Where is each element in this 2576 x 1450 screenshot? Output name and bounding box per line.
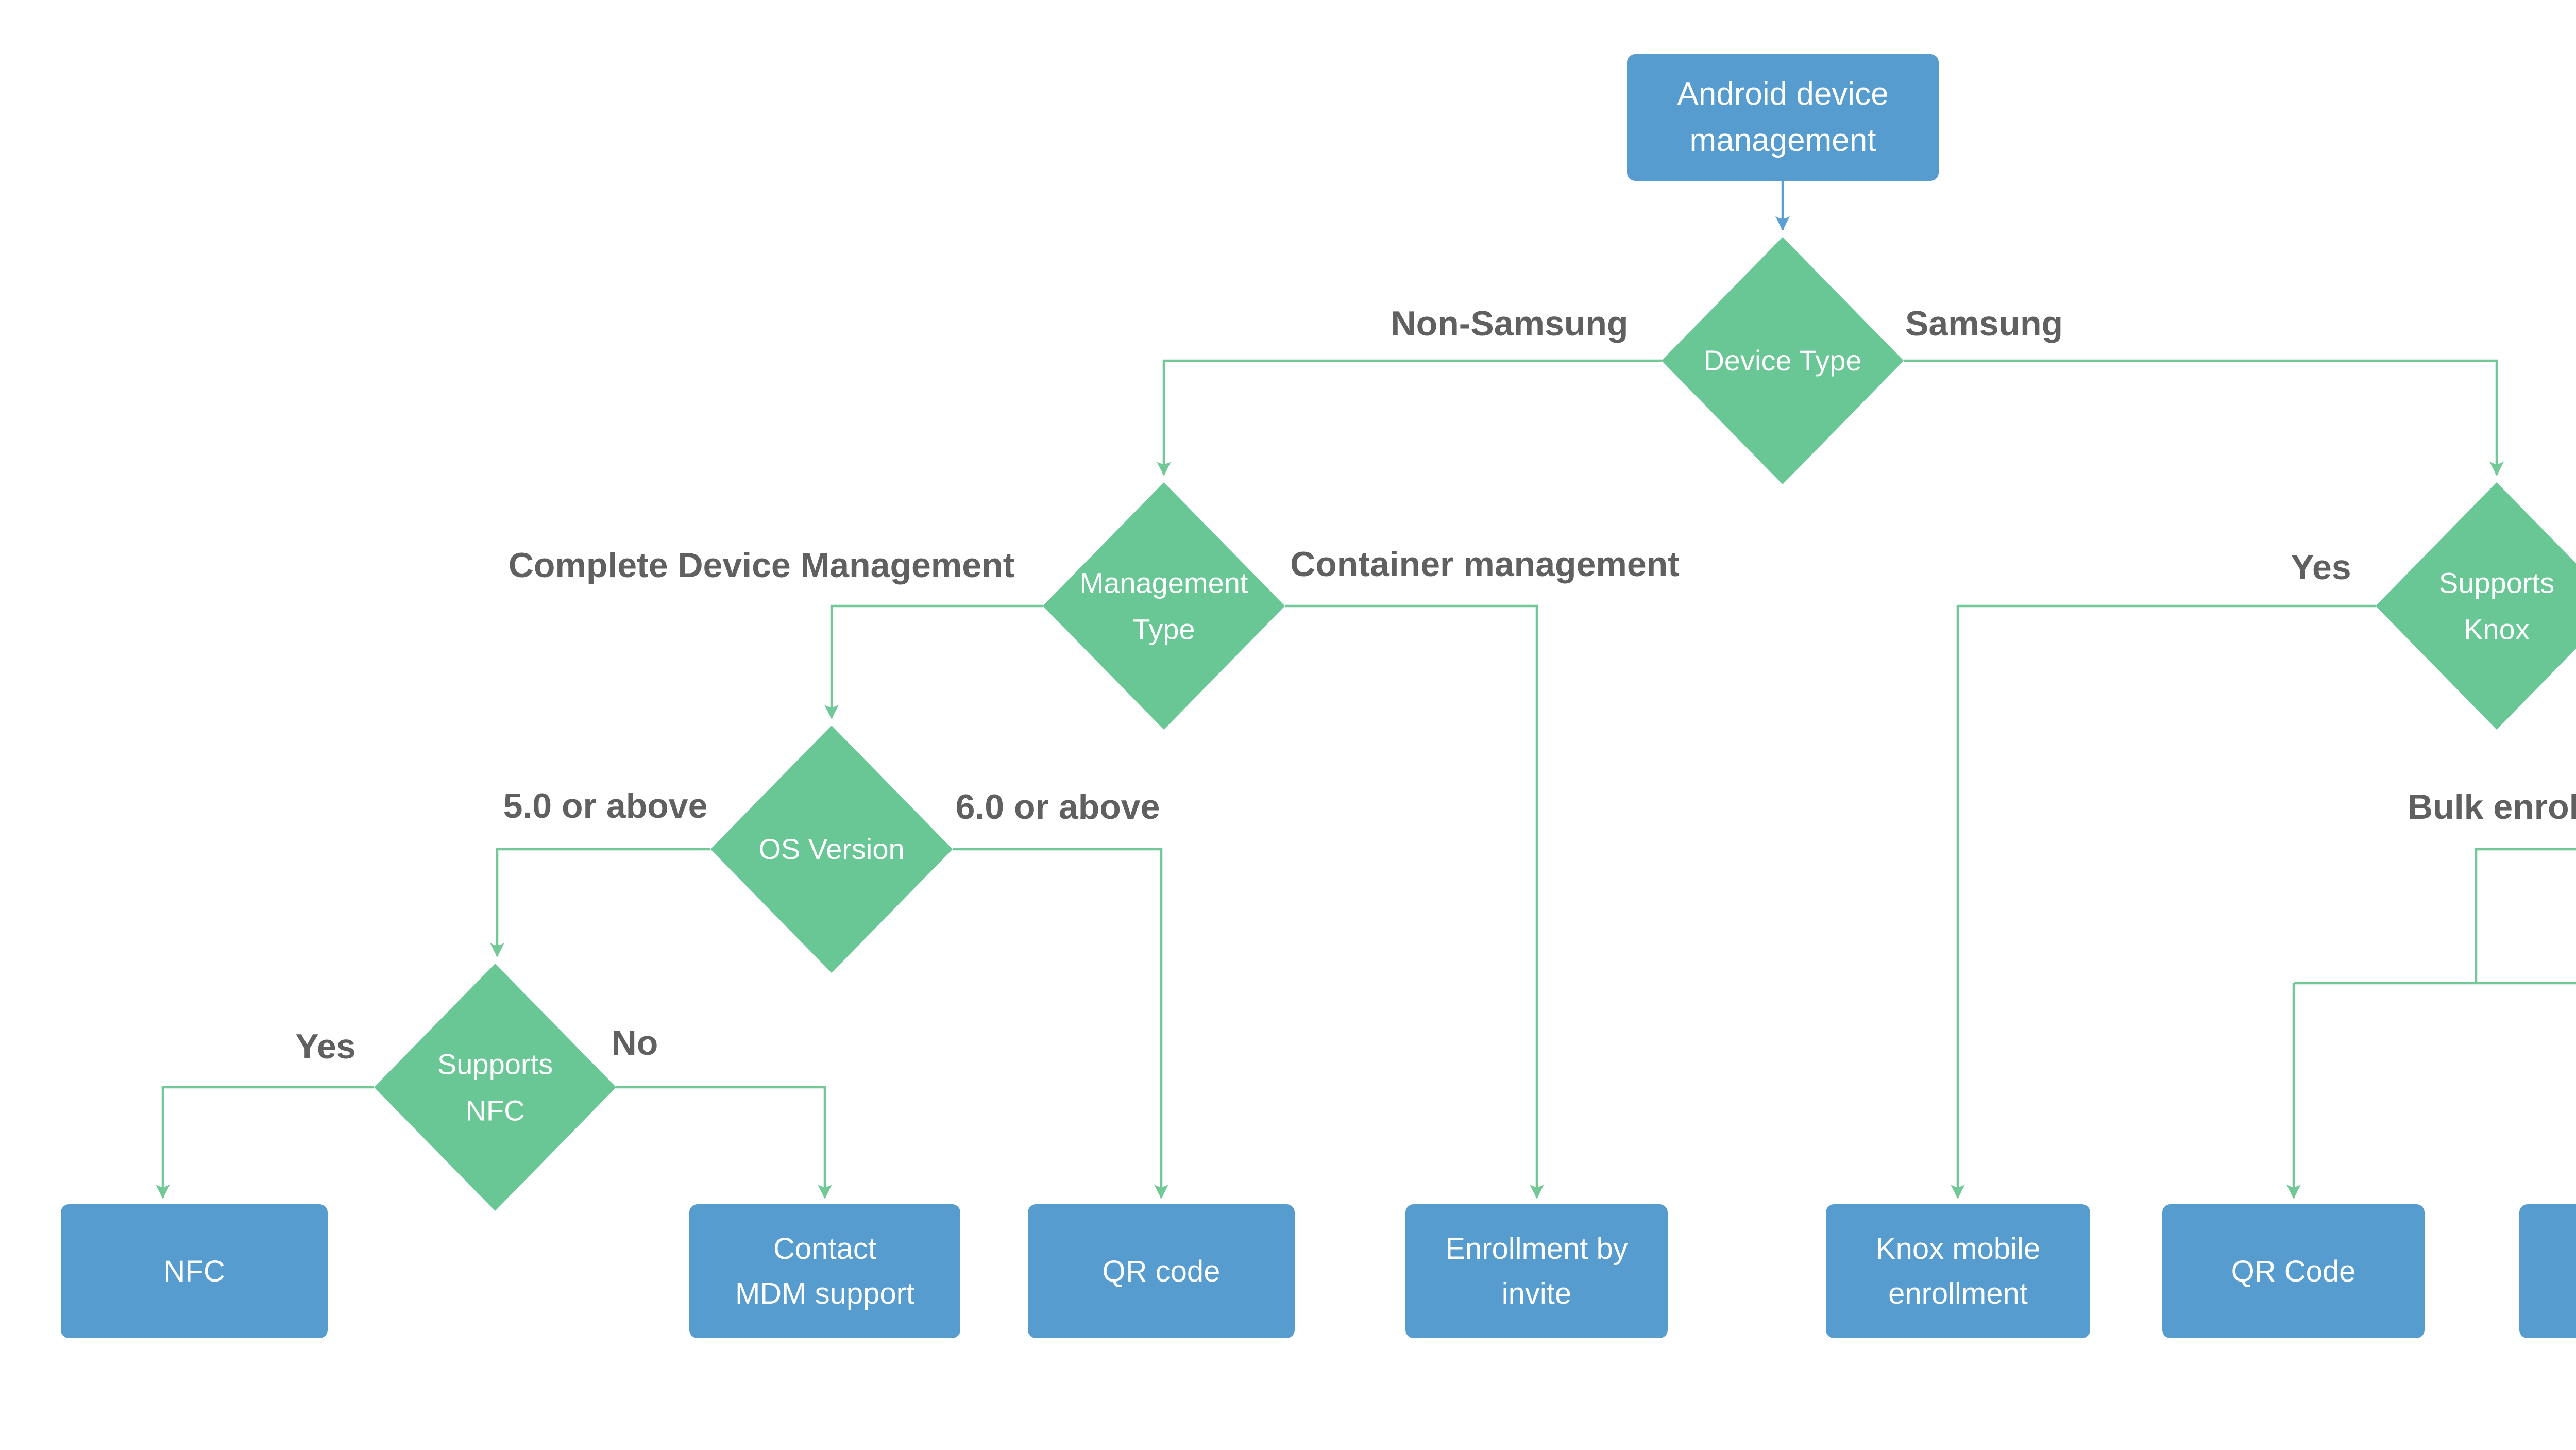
- decision-supports-knox[interactable]: [2376, 482, 2576, 730]
- edge-device-type-to-supports-knox: [1904, 359, 2504, 476]
- node-nfc-non-samsung[interactable]: NFC: [61, 1204, 328, 1338]
- edge-label-supports-knox-yes: Yes: [2291, 548, 2351, 587]
- node-nfc-non-samsung-label: NFC: [163, 1254, 225, 1288]
- edge-supports-nfc-to-nfc: [155, 1086, 374, 1199]
- node-qr-code-non-samsung[interactable]: QR code: [1028, 1204, 1295, 1338]
- decision-management-type[interactable]: [1043, 482, 1285, 730]
- node-knox-mobile-enrollment[interactable]: Knox mobile enrollment: [1826, 1204, 2090, 1338]
- edge-management-type-to-enrollment-by-invite: [1285, 604, 1545, 1199]
- decision-device-type[interactable]: [1662, 237, 1904, 484]
- edge-label-supports-nfc-no: No: [611, 1023, 658, 1063]
- node-android-device-management-label: Android device management: [1677, 76, 1889, 158]
- edge-label-5-0-or-above: 5.0 or above: [503, 786, 708, 825]
- decision-os-version[interactable]: [710, 726, 953, 973]
- edge-label-supports-nfc-yes: Yes: [295, 1027, 356, 1066]
- node-android-device-management[interactable]: Android device management: [1627, 54, 1939, 181]
- node-qr-code-samsung-label: QR Code: [2231, 1254, 2356, 1288]
- node-qr-code-non-samsung-label: QR code: [1102, 1254, 1221, 1288]
- edge-label-samsung: Samsung: [1905, 304, 2063, 343]
- node-knox-mobile-enrollment-label: Knox mobile enrollment: [1875, 1232, 2041, 1310]
- edge-supports-nfc-to-contact-mdm: [616, 1086, 833, 1199]
- edge-label-bulk-enrollment: Bulk enrollment: [2408, 787, 2576, 827]
- node-contact-mdm-support[interactable]: Contact MDM support: [689, 1204, 960, 1338]
- edge-os-version-to-supports-nfc: [489, 848, 710, 957]
- edge-label-non-samsung: Non-Samsung: [1391, 304, 1629, 343]
- node-contact-mdm-support-label: Contact MDM support: [735, 1232, 915, 1310]
- edge-enrollment-type-bulk-stem: [2475, 848, 2576, 983]
- node-enrollment-by-invite-container-label: Enrollment by invite: [1445, 1232, 1628, 1310]
- edge-label-6-0-or-above: 6.0 or above: [955, 787, 1160, 827]
- edge-device-type-to-management-type: [1156, 359, 1662, 476]
- edge-label-complete-device-management: Complete Device Management: [508, 546, 1015, 585]
- edge-label-container-management: Container management: [1290, 545, 1680, 584]
- decision-supports-nfc[interactable]: [374, 964, 616, 1211]
- node-nfc-samsung[interactable]: NFC: [2519, 1204, 2576, 1338]
- edge-os-version-to-qr-code: [953, 848, 1169, 1199]
- node-enrollment-by-invite-container[interactable]: Enrollment by invite: [1405, 1204, 1668, 1338]
- edge-management-type-to-os-version: [824, 604, 1043, 719]
- node-qr-code-samsung[interactable]: QR Code: [2162, 1204, 2425, 1338]
- edge-supports-knox-to-knox-mobile: [1950, 604, 2376, 1199]
